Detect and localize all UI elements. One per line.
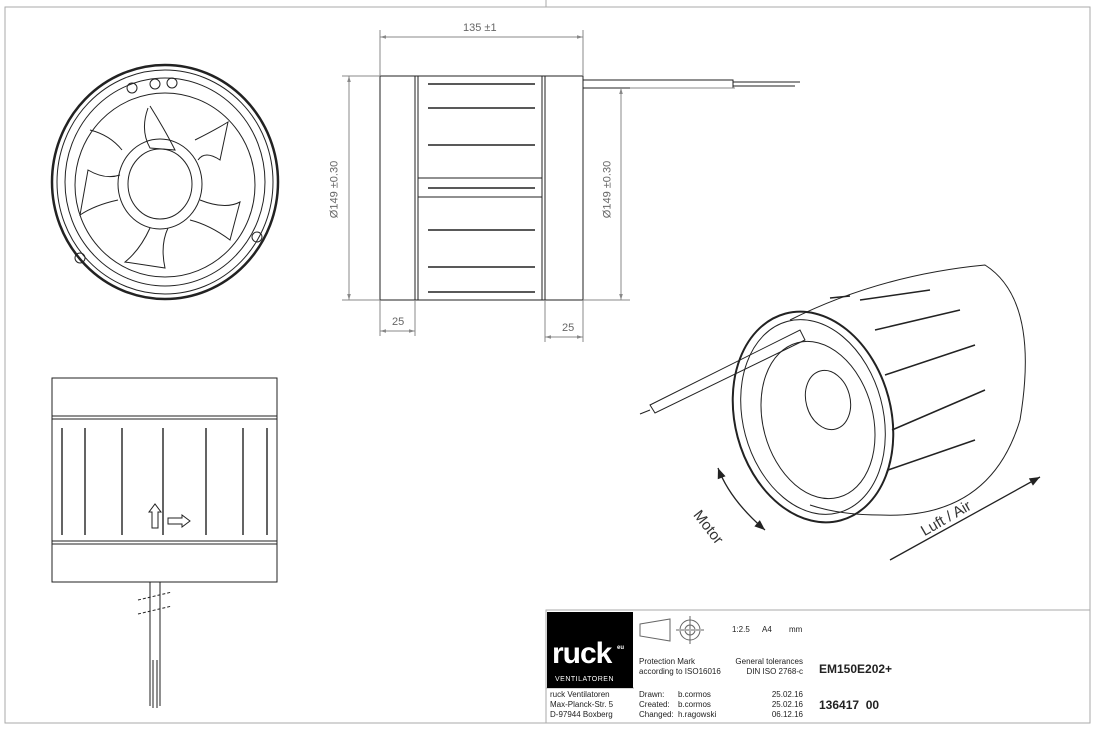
company-name: ruck Ventilatoren [550, 690, 610, 699]
drawn-date: 25.02.16 [771, 690, 803, 699]
diameter-dimension-left: Ø149 ±0.30 [328, 160, 341, 219]
protection-mark-line2: according to ISO16016 [639, 667, 721, 676]
created-label: Created: [639, 700, 670, 709]
paper-size: A4 [762, 625, 772, 634]
length-dimension: 135 ±1 [463, 22, 497, 34]
side-view [379, 75, 800, 301]
tolerances-line2: DIN ISO 2768-c [746, 667, 803, 676]
bottom-view [51, 377, 278, 708]
band-dimension-left: 25 [392, 316, 405, 328]
created-by: b.cormos [678, 700, 711, 709]
company-city: D-97944 Boxberg [550, 710, 613, 719]
changed-by: h.ragowski [678, 710, 717, 719]
logo-subtitle: VENTILATOREN [555, 676, 615, 683]
model-number: EM150E202+ [819, 662, 893, 676]
tolerances-line1: General tolerances [735, 657, 803, 666]
front-view [50, 63, 280, 301]
scale: 1:2.5 [732, 625, 750, 634]
logo-suffix: eu [617, 645, 625, 651]
dimension-lines [342, 30, 735, 342]
unit: mm [789, 625, 803, 634]
company-street: Max-Planck-Str. 5 [550, 700, 614, 709]
drawn-label: Drawn: [639, 690, 665, 699]
isometric-view [639, 264, 1041, 561]
diameter-dimension-right: Ø149 ±0.30 [601, 160, 614, 219]
changed-label: Changed: [639, 710, 674, 719]
band-dimension-right: 25 [562, 322, 575, 334]
changed-date: 06.12.16 [771, 710, 803, 719]
drawn-by: b.cormos [678, 690, 711, 699]
protection-mark-line1: Protection Mark [639, 657, 696, 666]
ruck-logo: ruck eu VENTILATOREN [547, 612, 633, 688]
title-block [545, 609, 1091, 724]
logo-word: ruck [552, 637, 612, 670]
part-number: 136417 00 [819, 698, 880, 712]
created-date: 25.02.16 [771, 700, 803, 709]
